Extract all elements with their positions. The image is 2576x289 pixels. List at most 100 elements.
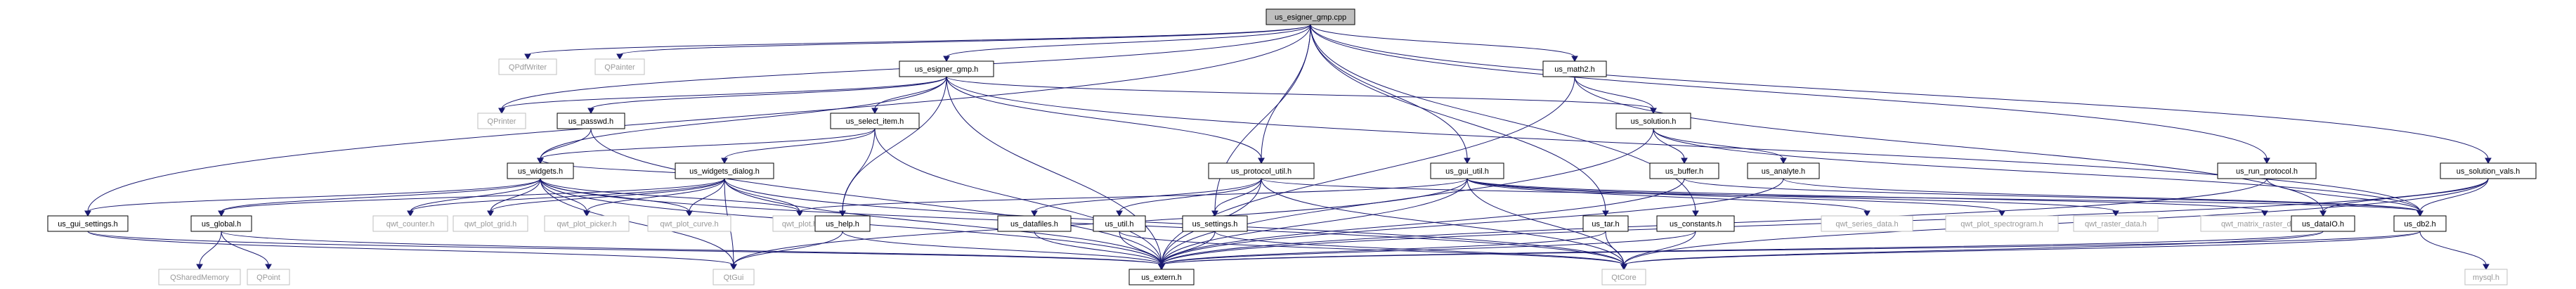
node-box — [372, 215, 448, 232]
edge-gui_util-to-qwt_series_data — [1466, 178, 1868, 212]
node-qtcore: QtCore — [1601, 269, 1646, 285]
node-box — [1430, 162, 1504, 179]
node-box — [2073, 215, 2159, 232]
node-box — [1656, 215, 1735, 232]
edge-esigner_cpp-to-qpainter — [619, 24, 1311, 56]
edge-arrowhead — [2416, 210, 2424, 217]
edge-arrowhead — [730, 264, 737, 271]
node-label: us_gui_util.h — [1445, 167, 1489, 176]
node-box — [498, 58, 557, 75]
node-label: us_esigner_gmp.cpp — [1275, 13, 1346, 22]
node-dataIO[interactable]: us_dataIO.h — [2291, 215, 2355, 232]
node-util[interactable]: us_util.h — [1093, 215, 1146, 232]
node-label: us_protocol_util.h — [1231, 167, 1292, 176]
edge-buffer-to-us_extern — [1161, 178, 1685, 266]
edge-arrowhead — [196, 264, 203, 271]
node-label: us_extern.h — [1141, 274, 1181, 282]
node-label: qwt_series_data.h — [1835, 220, 1898, 229]
node-box — [1542, 60, 1607, 77]
node-db2[interactable]: us_db2.h — [2393, 215, 2447, 232]
edge-widgets-to-qwt_plot — [540, 178, 800, 212]
node-qpoint: QPoint — [247, 269, 290, 285]
node-constants[interactable]: us_constants.h — [1656, 215, 1735, 232]
node-box — [713, 269, 755, 285]
node-solution[interactable]: us_solution.h — [1615, 113, 1691, 129]
node-select-item[interactable]: us_select_item.h — [830, 113, 920, 129]
node-box — [1093, 215, 1146, 232]
edge-protocol_util-to-util — [1119, 178, 1262, 212]
node-label: us_widgets.h — [518, 167, 563, 176]
node-gui-settings[interactable]: us_gui_settings.h — [47, 215, 129, 232]
edge-solution-to-buffer — [1653, 128, 1685, 160]
edge-arrowhead — [537, 158, 544, 165]
node-box — [997, 215, 1072, 232]
node-label: qwt_counter.h — [386, 220, 435, 229]
edge-solution_vals-to-db2 — [2419, 178, 2489, 212]
node-box — [1615, 113, 1691, 129]
node-qpdfwriter: QPdfWriter — [498, 58, 557, 75]
edge-arrowhead — [218, 210, 225, 217]
node-label: us_global.h — [202, 220, 241, 229]
node-box — [47, 215, 129, 232]
node-protocol-util[interactable]: us_protocol_util.h — [1208, 162, 1315, 179]
edge-arrowhead — [1780, 158, 1787, 165]
node-label: QPrinter — [488, 117, 516, 126]
node-settings[interactable]: us_settings.h — [1182, 215, 1248, 232]
node-passwd[interactable]: us_passwd.h — [557, 113, 625, 129]
edge-global-to-us_extern — [221, 231, 1162, 266]
node-datafiles[interactable]: us_datafiles.h — [997, 215, 1072, 232]
node-widgets[interactable]: us_widgets.h — [507, 162, 574, 179]
edge-arrowhead — [1620, 264, 1627, 271]
node-label: QSharedMemory — [170, 274, 229, 282]
node-label: qwt_plot_grid.h — [464, 220, 517, 229]
node-label: QPoint — [256, 274, 280, 282]
node-gui-util[interactable]: us_gui_util.h — [1430, 162, 1504, 179]
node-math2[interactable]: us_math2.h — [1542, 60, 1607, 77]
node-solution-vals[interactable]: us_solution_vals.h — [2440, 162, 2537, 179]
node-widgets-dialog[interactable]: us_widgets_dialog.h — [675, 162, 774, 179]
edge-buffer-to-db2 — [1684, 178, 2421, 212]
edge-arrowhead — [616, 53, 623, 60]
node-global[interactable]: us_global.h — [190, 215, 252, 232]
edge-layer — [84, 24, 2492, 271]
edge-arrowhead — [1258, 158, 1265, 165]
node-us-extern[interactable]: us_extern.h — [1128, 269, 1195, 285]
node-run-protocol[interactable]: us_run_protocol.h — [2217, 162, 2317, 179]
node-help[interactable]: us_help.h — [814, 215, 871, 232]
node-box — [453, 215, 528, 232]
edge-global-to-qpoint — [221, 231, 269, 266]
edge-protocol_util-to-datafiles — [1034, 178, 1262, 212]
edge-arrowhead — [1464, 158, 1471, 165]
node-qprinter: QPrinter — [477, 113, 526, 129]
edge-esigner_cpp-to-qpdfwriter — [527, 24, 1311, 56]
edge-constants-to-qtcore — [1623, 231, 1696, 266]
edge-gui_settings-to-qtgui — [87, 231, 734, 266]
edge-arrowhead — [1681, 158, 1688, 165]
edge-esigner_h-to-us_extern — [946, 76, 1162, 266]
edge-constants-to-us_extern — [1161, 231, 1696, 266]
edge-gui_util-to-qwt_plot — [799, 178, 1468, 212]
node-box — [1649, 162, 1719, 179]
edge-arrowhead — [487, 210, 494, 217]
node-mysql: mysql.h — [2464, 269, 2508, 285]
node-qpainter: QPainter — [594, 58, 645, 75]
edge-arrowhead — [1158, 264, 1165, 271]
node-label: us_buffer.h — [1665, 167, 1703, 176]
node-analyte[interactable]: us_analyte.h — [1747, 162, 1820, 179]
node-box — [190, 215, 252, 232]
node-box — [477, 113, 526, 129]
edge-arrowhead — [583, 210, 590, 217]
edge-arrowhead — [871, 108, 878, 115]
edge-tar-to-qtcore — [1605, 231, 1625, 266]
edge-arrowhead — [84, 210, 91, 217]
edge-dataIO-to-qtcore — [1623, 231, 2324, 266]
node-buffer[interactable]: us_buffer.h — [1649, 162, 1719, 179]
node-esigner-cpp[interactable]: us_esigner_gmp.cpp — [1266, 8, 1355, 25]
node-label: us_solution_vals.h — [2457, 167, 2520, 176]
node-tar[interactable]: us_tar.h — [1582, 215, 1629, 232]
edge-gui_util-to-qwt_raster_data — [1466, 178, 2116, 212]
edge-arrowhead — [498, 108, 505, 115]
node-esigner-h[interactable]: us_esigner_gmp.h — [899, 60, 994, 77]
edge-widgets-to-gui_settings — [87, 178, 541, 212]
node-label: us_math2.h — [1554, 65, 1594, 74]
